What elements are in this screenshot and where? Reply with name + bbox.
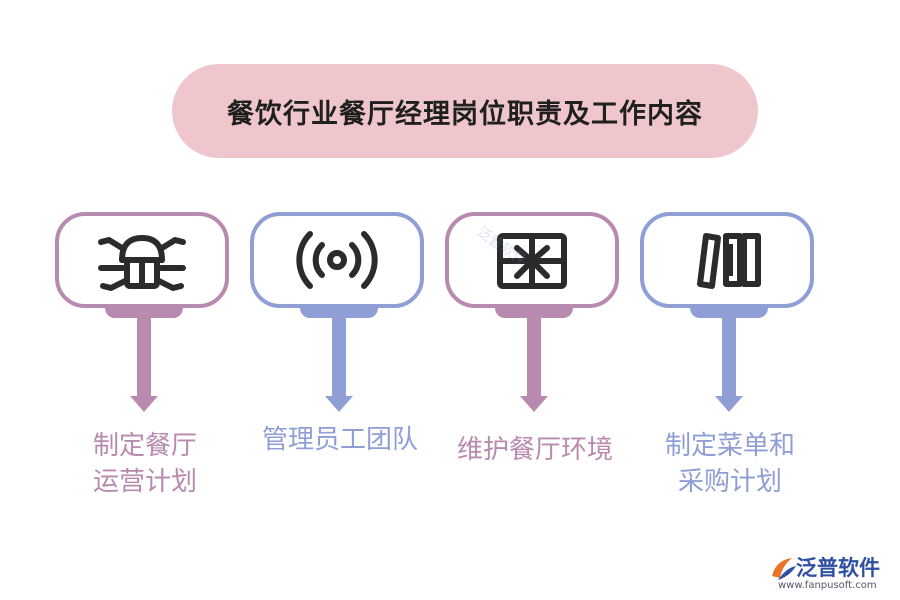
brand-logo: 泛普软件 www.fanpusoft.com: [768, 552, 898, 596]
arrow-down-icon: [325, 396, 353, 412]
logo-url: www.fanpusoft.com: [778, 580, 877, 591]
step-label: 维护餐厅环境: [456, 435, 613, 465]
gift-icon: [497, 233, 567, 289]
step-card: [640, 212, 814, 308]
step-label: 管理员工团队: [261, 425, 418, 455]
arrow-down-icon: [715, 396, 743, 412]
connector-tab: [300, 306, 378, 318]
page-title: 餐饮行业餐厅经理岗位职责及工作内容: [227, 98, 703, 130]
books-icon: [697, 233, 761, 289]
arrow-down-icon: [520, 396, 548, 412]
step-label: 制定菜单和 采购计划: [664, 431, 795, 497]
step-menu-purchasing: 制定菜单和 采购计划: [640, 0, 820, 600]
step-label: 制定餐厅 运营计划: [92, 431, 197, 497]
step-operations-plan: 制定餐厅 运营计划: [55, 0, 235, 600]
title-banner: 餐饮行业餐厅经理岗位职责及工作内容: [172, 64, 758, 158]
arrow-down-icon: [130, 396, 158, 412]
connector-tab: [105, 306, 183, 318]
bug-icon: [98, 235, 186, 291]
connector-tab: [495, 306, 573, 318]
arrow-stem: [527, 316, 541, 398]
arrow-stem: [137, 316, 151, 398]
step-card: [250, 212, 424, 308]
arrow-stem: [722, 316, 736, 398]
arrow-stem: [332, 316, 346, 398]
logo-name: 泛普软件: [796, 556, 880, 580]
signal-icon: [296, 231, 378, 289]
step-card: [55, 212, 229, 308]
logo-icon: [772, 558, 796, 580]
step-team-management: 管理员工团队: [250, 0, 430, 600]
connector-tab: [690, 306, 768, 318]
step-environment: 维护餐厅环境: [445, 0, 625, 600]
